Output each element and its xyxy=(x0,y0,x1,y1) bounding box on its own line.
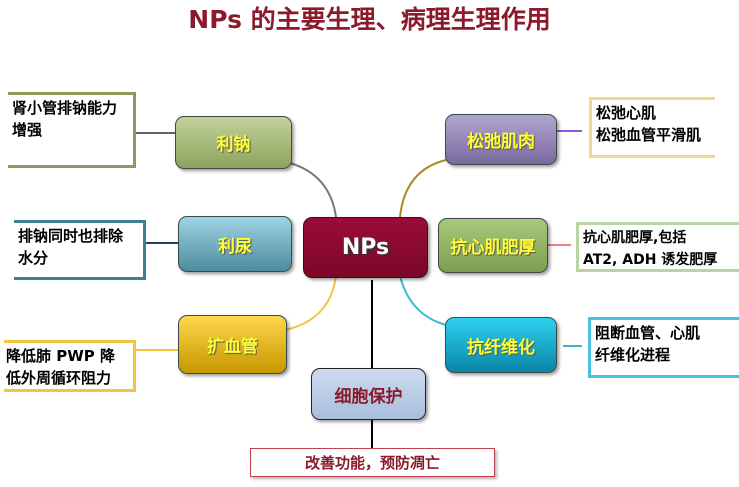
note-muscle-relax: 松弛心肌松弛血管平滑肌 xyxy=(589,97,715,158)
node-label: 利钠 xyxy=(216,135,251,155)
note-line: 阻断血管、心肌 xyxy=(595,324,701,342)
note-line: 水分 xyxy=(18,249,49,267)
center-label: NPs xyxy=(341,235,390,260)
node-label: 细胞保护 xyxy=(334,386,403,407)
center-node[interactable]: NPs xyxy=(303,217,428,278)
note-line: 松弛心肌 xyxy=(596,104,657,122)
connector-curve xyxy=(399,159,447,218)
note-line: 纤维化进程 xyxy=(595,346,671,364)
node-label: 松弛肌肉 xyxy=(467,132,535,152)
note-line: 抗心肌肥厚,包括 xyxy=(583,230,687,246)
connector-curve xyxy=(289,162,337,218)
node-label: 扩血管 xyxy=(207,337,258,357)
node-label: 利尿 xyxy=(218,236,252,257)
note-line: AT2, ADH 诱发肥厚 xyxy=(583,252,718,268)
node-label: 抗纤维化 xyxy=(467,337,535,358)
diagram-title: NPs 的主要生理、病理生理作用 xyxy=(188,5,551,34)
node-diuresis[interactable]: 利尿 xyxy=(178,216,292,272)
note-line: 低外周循环阻力 xyxy=(6,369,112,387)
connector-curve xyxy=(284,275,337,331)
note-line: 肾小管排钠能力 xyxy=(12,99,118,117)
node-natriuresis[interactable]: 利钠 xyxy=(175,116,292,169)
connector-curve xyxy=(399,275,447,326)
node-label: 抗心肌肥厚 xyxy=(450,238,536,258)
note-line: 降低肺 PWP 降 xyxy=(6,347,115,365)
note-line: 松弛血管平滑肌 xyxy=(596,126,702,144)
note-anti-hypertrophy: 抗心肌肥厚,包括 AT2, ADH 诱发肥厚 xyxy=(576,222,739,272)
note-anti-fibrosis: 阻断血管、心肌纤维化进程 xyxy=(588,317,739,378)
note-line: 增强 xyxy=(12,121,43,139)
note-line: 排钠同时也排除 xyxy=(18,227,124,245)
note-natriuresis: 肾小管排钠能力增强 xyxy=(8,92,136,168)
note-vasodilation: 降低肺 PWP 降低外周循环阻力 xyxy=(4,340,136,392)
note-line: 改善功能，预防凋亡 xyxy=(304,454,440,472)
node-vasodilation[interactable]: 扩血管 xyxy=(178,315,287,374)
note-cell-protection: 改善功能，预防凋亡 xyxy=(250,448,495,477)
note-diuresis: 排钠同时也排除水分 xyxy=(14,220,146,280)
node-anti-hypertrophy[interactable]: 抗心肌肥厚 xyxy=(438,218,548,273)
node-anti-fibrosis[interactable]: 抗纤维化 xyxy=(445,317,557,373)
node-cell-protection[interactable]: 细胞保护 xyxy=(311,368,426,420)
node-muscle-relax[interactable]: 松弛肌肉 xyxy=(445,114,557,165)
